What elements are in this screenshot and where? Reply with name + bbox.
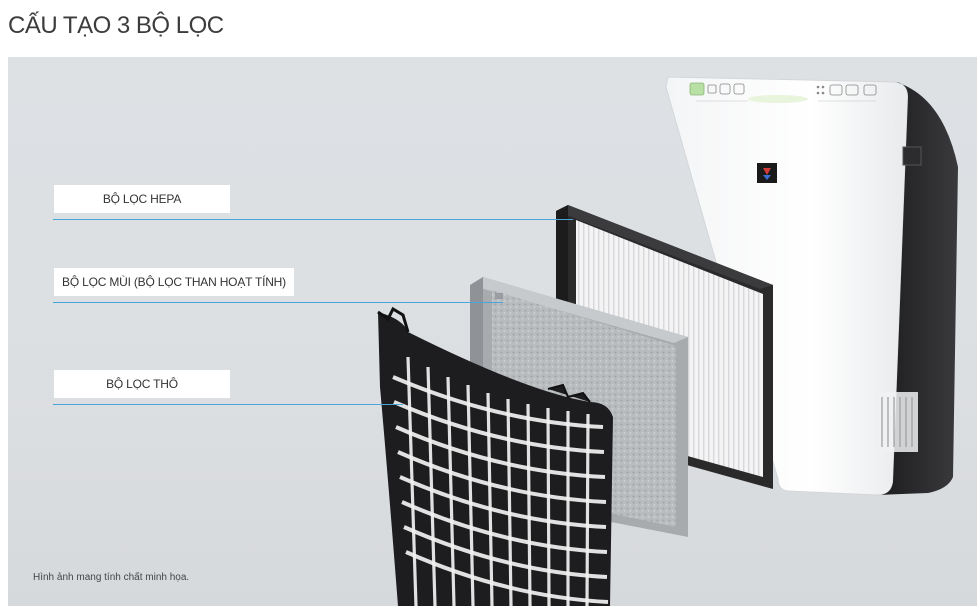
filter-diagram-art	[377, 76, 958, 606]
coarse-filter-label: BỘ LỌC THÔ	[54, 370, 230, 398]
coarse-filter-label-text: BỘ LỌC THÔ	[106, 377, 178, 391]
coarse-leader-line	[53, 404, 403, 405]
hepa-filter-label-text: BỘ LỌC HEPA	[102, 192, 182, 206]
hepa-filter-label: BỘ LỌC HEPA	[54, 185, 230, 213]
carbon-leader-line	[53, 302, 503, 303]
hepa-leader-line	[53, 219, 573, 220]
illustration-disclaimer: Hình ảnh mang tính chất minh họa.	[33, 572, 190, 583]
carbon-filter-label-text: BỘ LỌC MÙI (BỘ LỌC THAN HOẠT TÍNH)	[62, 275, 286, 289]
coarse-filter-illustration	[377, 306, 613, 606]
air-purifier-illustration	[665, 76, 958, 496]
page-title: CẤU TẠO 3 BỘ LỌC	[8, 12, 224, 39]
brand-logo-icon	[757, 163, 777, 183]
carbon-filter-label: BỘ LỌC MÙI (BỘ LỌC THAN HOẠT TÍNH)	[54, 268, 294, 296]
product-illustration-panel: BỘ LỌC HEPA BỘ LỌC MÙI (BỘ LỌC THAN HOẠT…	[8, 57, 977, 606]
